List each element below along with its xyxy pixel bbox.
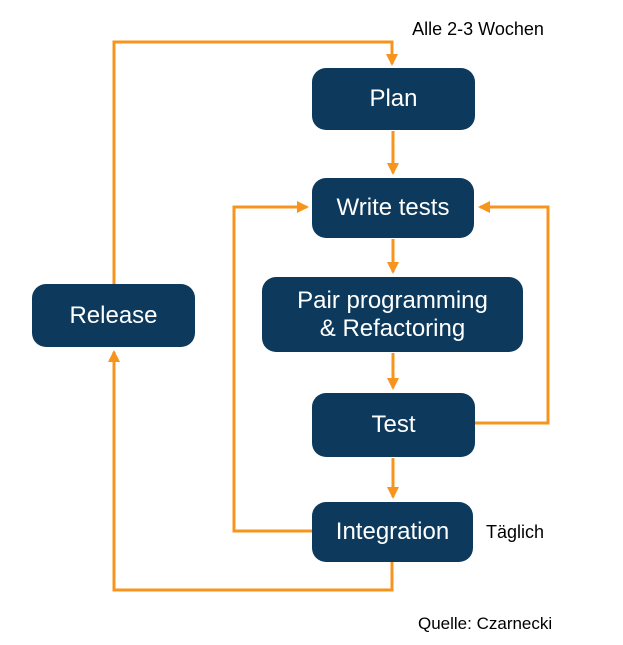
source-credit: Quelle: Czarnecki [418, 614, 553, 633]
daily-interval-note: Täglich [486, 522, 545, 542]
node-integration: Integration [312, 502, 473, 562]
cycle-interval-note: Alle 2-3 Wochen [412, 19, 544, 39]
node-write-tests: Write tests [312, 178, 474, 238]
edge-test-to-write-tests [475, 201, 550, 425]
node-pair-programming-refactoring: Pair programming & Refactoring [262, 277, 523, 352]
edge-integration-to-release [108, 350, 394, 592]
node-plan: Plan [312, 68, 475, 130]
node-test: Test [312, 393, 475, 457]
edge-release-to-plan [112, 40, 398, 284]
edge-integration-to-write-tests [232, 201, 312, 533]
node-release: Release [32, 284, 195, 347]
